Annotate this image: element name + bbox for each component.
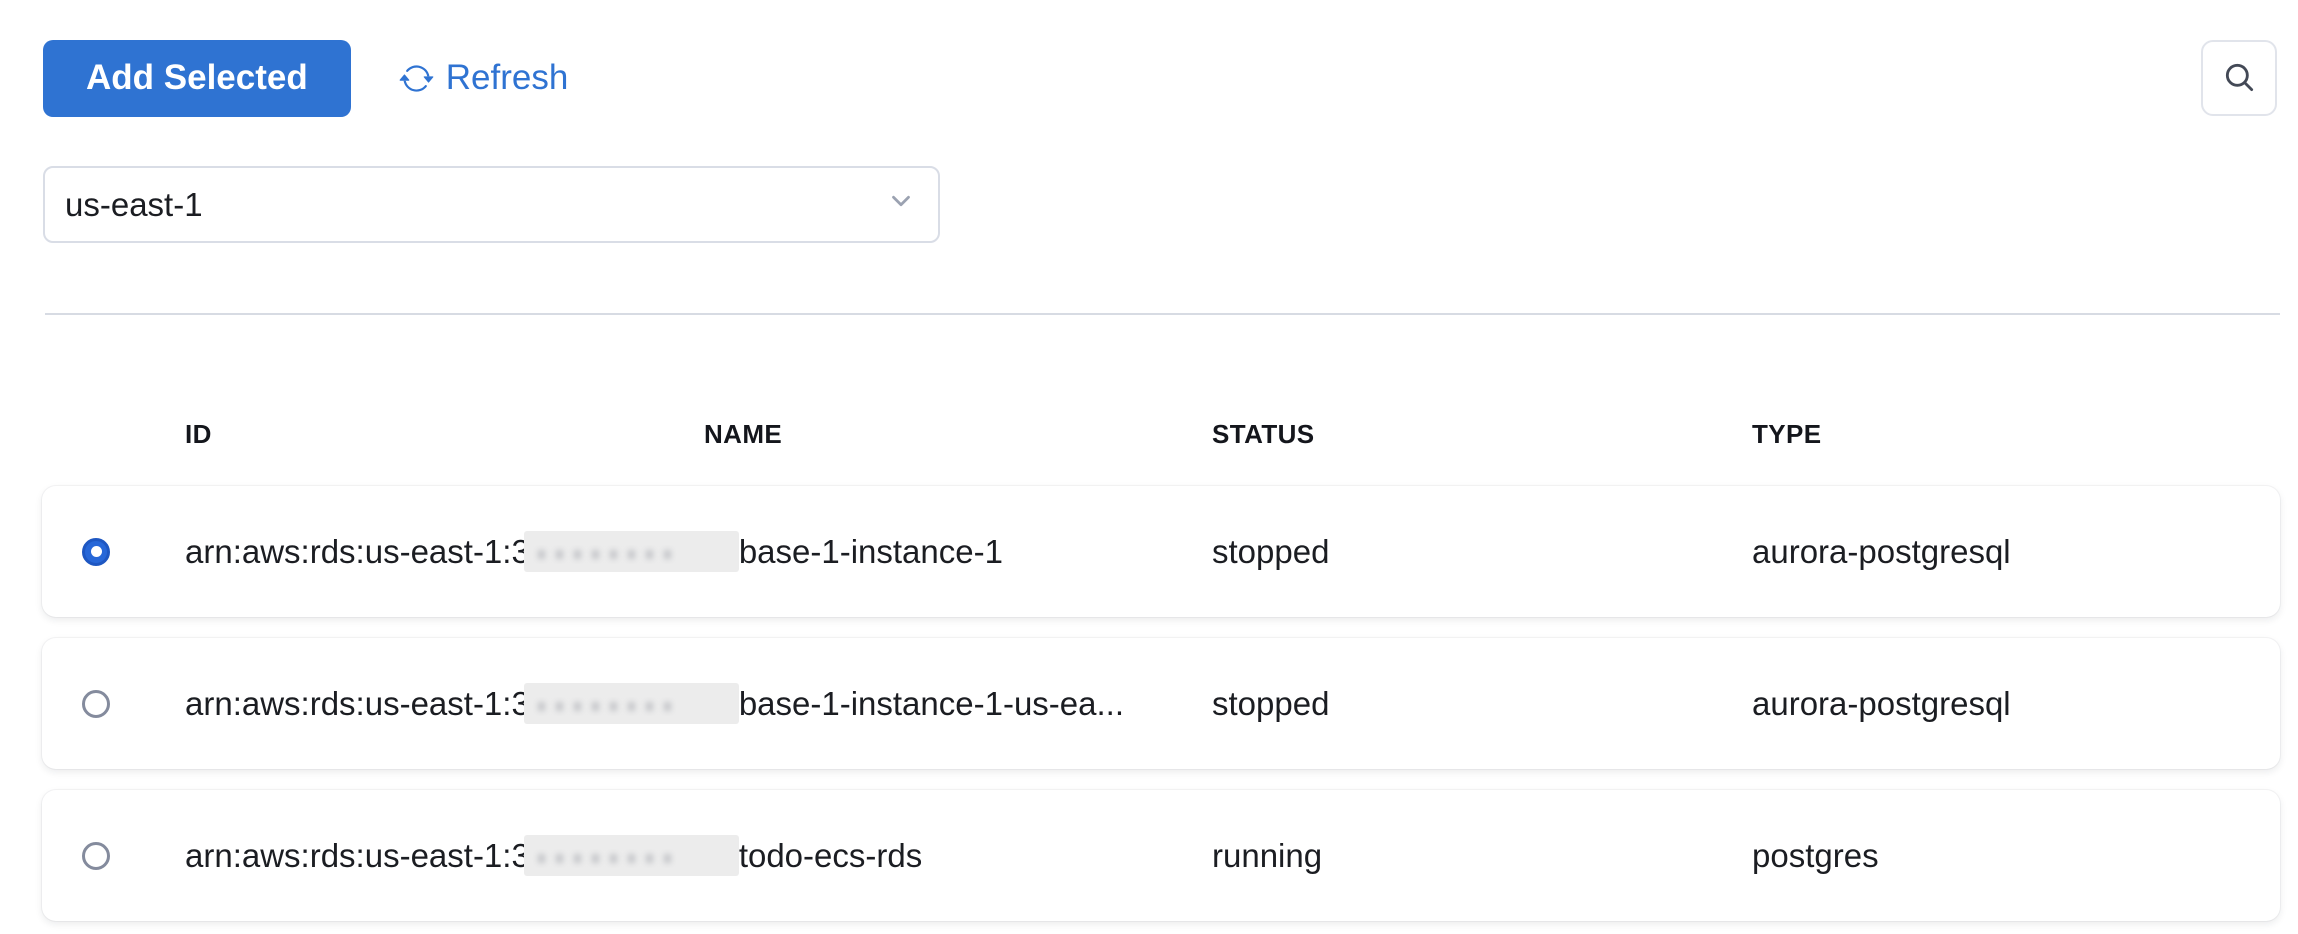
instance-type: aurora-postgresql <box>1752 684 2011 722</box>
id-suffix: base-1-instance-1 <box>738 532 1003 570</box>
radio-unselected[interactable] <box>82 689 110 718</box>
column-header-name: NAME <box>704 418 783 449</box>
table-row[interactable]: arn:aws:rds:us-east-1:3 base-1-instance-1… <box>42 486 2280 617</box>
radio-cell <box>42 689 185 718</box>
id-prefix: arn:aws:rds:us-east-1:3 <box>185 532 530 570</box>
instance-id: arn:aws:rds:us-east-1:3 todo-ecs-rds <box>185 835 1212 876</box>
instance-status: stopped <box>1212 684 1330 722</box>
id-suffix: base-1-instance-1-us-ea... <box>738 684 1125 722</box>
instance-type: postgres <box>1752 836 1879 874</box>
search-icon <box>2219 57 2259 100</box>
search-button[interactable] <box>2201 40 2277 116</box>
refresh-button[interactable]: Refresh <box>399 58 569 98</box>
id-prefix: arn:aws:rds:us-east-1:3 <box>185 836 530 874</box>
chevron-down-icon <box>886 186 916 224</box>
id-prefix: arn:aws:rds:us-east-1:3 <box>185 684 530 722</box>
region-select-value: us-east-1 <box>65 185 203 223</box>
table-header: ID NAME STATUS TYPE <box>42 412 2280 456</box>
redacted-account-id <box>523 835 739 876</box>
id-suffix: todo-ecs-rds <box>738 836 923 874</box>
instance-status: stopped <box>1212 532 1330 570</box>
section-divider <box>45 313 2280 315</box>
radio-cell <box>42 841 185 870</box>
refresh-label: Refresh <box>445 58 569 97</box>
refresh-icon <box>399 61 434 96</box>
column-header-id: ID <box>185 418 212 449</box>
toolbar: Add Selected Refresh <box>43 38 2277 118</box>
radio-selected[interactable] <box>82 537 110 566</box>
table-row[interactable]: arn:aws:rds:us-east-1:3 todo-ecs-rds runn… <box>42 790 2280 921</box>
radio-unselected[interactable] <box>82 841 110 870</box>
redacted-account-id <box>523 683 739 724</box>
instance-status: running <box>1212 836 1323 874</box>
instance-id: arn:aws:rds:us-east-1:3 base-1-instance-1… <box>185 683 1212 724</box>
instance-type: aurora-postgresql <box>1752 532 2011 570</box>
column-header-type: TYPE <box>1752 418 1822 449</box>
radio-cell <box>42 537 185 566</box>
redacted-account-id <box>523 531 739 572</box>
add-selected-button[interactable]: Add Selected <box>43 39 351 117</box>
instance-list: arn:aws:rds:us-east-1:3 base-1-instance-1… <box>42 486 2280 921</box>
column-header-status: STATUS <box>1212 418 1315 449</box>
instance-id: arn:aws:rds:us-east-1:3 base-1-instance-1 <box>185 531 1212 572</box>
table-row[interactable]: arn:aws:rds:us-east-1:3 base-1-instance-1… <box>42 638 2280 769</box>
region-select[interactable]: us-east-1 <box>43 166 940 243</box>
